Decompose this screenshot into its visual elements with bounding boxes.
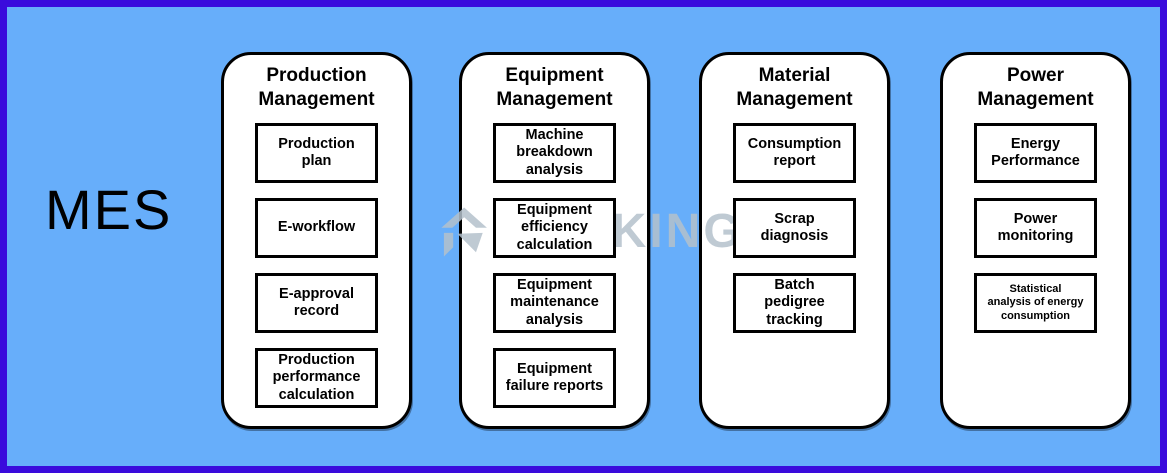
category-title: Material Management xyxy=(736,65,853,110)
module-label: Equipment failure reports xyxy=(505,360,604,395)
module-box-machine-breakdown-analysis: Machine breakdown analysis xyxy=(493,123,616,183)
category-panel-production-management: Production Management Production plan E-… xyxy=(221,52,412,429)
module-box-equipment-maintenance-analysis: Equipment maintenance analysis xyxy=(493,273,616,333)
category-title: Production Management xyxy=(258,65,375,110)
module-box-equipment-efficiency-calculation: Equipment efficiency calculation xyxy=(493,198,616,258)
category-title: Power Management xyxy=(977,65,1094,110)
mes-label: MES xyxy=(45,178,173,241)
module-box-e-workflow: E-workflow xyxy=(255,198,378,258)
category-panel-equipment-management: Equipment Management Machine breakdown a… xyxy=(459,52,650,429)
module-box-statistical-analysis-of-energy-consumption: Statistical analysis of energy consumpti… xyxy=(974,273,1097,333)
module-label: Equipment maintenance analysis xyxy=(510,276,599,328)
module-label: Scrap diagnosis xyxy=(760,210,829,245)
module-label: Statistical analysis of energy consumpti… xyxy=(987,282,1084,322)
module-label: Production plan xyxy=(278,135,355,170)
module-box-equipment-failure-reports: Equipment failure reports xyxy=(493,348,616,408)
module-box-production-performance-calculation: Production performance calculation xyxy=(255,348,378,408)
category-panel-material-management: Material Management Consumption report S… xyxy=(699,52,890,429)
module-label: Power monitoring xyxy=(997,210,1074,245)
module-label: Consumption report xyxy=(747,135,842,170)
module-box-list: Energy Performance Power monitoring Stat… xyxy=(943,123,1128,333)
module-label: Energy Performance xyxy=(991,135,1080,170)
module-box-power-monitoring: Power monitoring xyxy=(974,198,1097,258)
module-box-energy-performance: Energy Performance xyxy=(974,123,1097,183)
module-box-e-approval-record: E-approval record xyxy=(255,273,378,333)
module-label: Machine breakdown analysis xyxy=(516,126,593,178)
module-box-list: Production plan E-workflow E-approval re… xyxy=(224,123,409,408)
module-box-consumption-report: Consumption report xyxy=(733,123,856,183)
module-label: Production performance calculation xyxy=(272,351,361,403)
module-box-list: Consumption report Scrap diagnosis Batch… xyxy=(702,123,887,333)
module-label: Batch pedigree tracking xyxy=(764,276,825,328)
module-box-batch-pedigree-tracking: Batch pedigree tracking xyxy=(733,273,856,333)
category-panel-power-management: Power Management Energy Performance Powe… xyxy=(940,52,1131,429)
module-box-list: Machine breakdown analysis Equipment eff… xyxy=(462,123,647,408)
module-box-scrap-diagnosis: Scrap diagnosis xyxy=(733,198,856,258)
category-title: Equipment Management xyxy=(496,65,613,110)
module-label: Equipment efficiency calculation xyxy=(516,201,593,253)
module-label: E-workflow xyxy=(277,219,356,236)
module-label: E-approval record xyxy=(279,285,354,320)
module-box-production-plan: Production plan xyxy=(255,123,378,183)
